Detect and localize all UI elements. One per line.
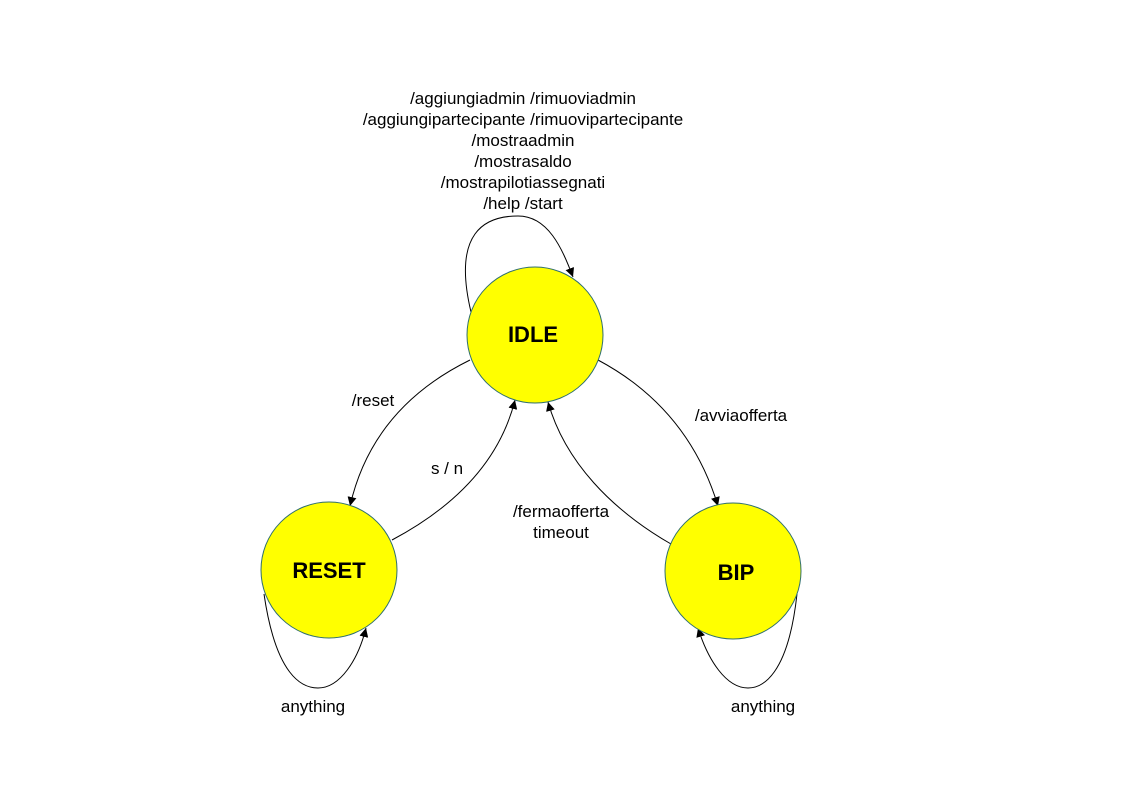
idle-self-loop-label: /aggiungiadmin /rimuoviadmin /aggiungipa… (363, 89, 683, 213)
bip-to-idle-label-line: timeout (533, 523, 589, 542)
bip-to-idle-label-line: /fermaofferta (513, 502, 610, 521)
reset-self-loop-label: anything (281, 697, 345, 716)
idle-self-loop-label-line: /aggiungiadmin /rimuoviadmin (410, 89, 636, 108)
reset-to-idle-label: s / n (431, 459, 463, 478)
state-bip: BIP (664, 502, 802, 640)
edge-idle-self-loop (465, 215, 575, 313)
state-reset: RESET (260, 501, 398, 639)
idle-self-loop-label-line: /aggiungipartecipante /rimuovipartecipan… (363, 110, 683, 129)
bip-to-idle-label: /fermaofferta timeout (513, 502, 610, 542)
state-idle-label: IDLE (508, 322, 558, 347)
state-bip-label: BIP (718, 560, 755, 585)
edge-idle-to-reset (347, 359, 471, 507)
state-idle: IDLE (466, 266, 604, 404)
edge-idle-to-bip (597, 359, 720, 507)
bip-self-loop-label: anything (731, 697, 795, 716)
state-reset-label: RESET (292, 558, 366, 583)
idle-to-bip-label: /avviaofferta (695, 406, 788, 425)
edge-reset-to-idle (391, 399, 518, 541)
idle-to-reset-label: /reset (352, 391, 395, 410)
idle-self-loop-label-line: /help /start (483, 194, 563, 213)
idle-self-loop-label-line: /mostrapilotiassegnati (441, 173, 605, 192)
edge-bip-self-loop (696, 593, 798, 689)
idle-self-loop-label-line: /mostraadmin (472, 131, 575, 150)
edge-reset-self-loop (263, 593, 369, 689)
idle-self-loop-label-line: /mostrasaldo (474, 152, 571, 171)
edge-bip-to-idle (546, 401, 672, 545)
